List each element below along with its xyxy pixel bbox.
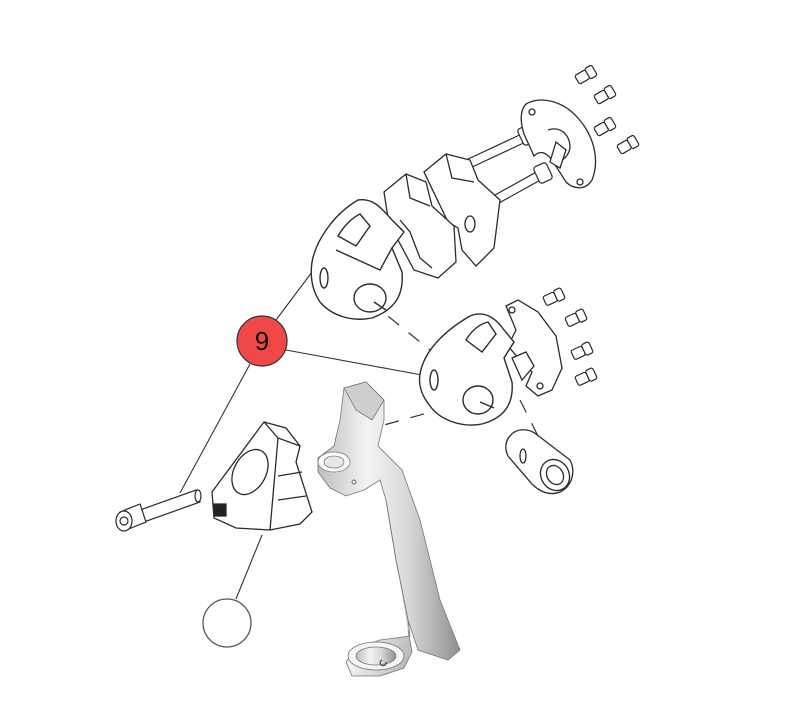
callout-leader-lines <box>179 271 423 600</box>
lower-cap-screws <box>542 287 598 386</box>
lower-handlebar-cap <box>505 299 563 397</box>
upper-spacer-blocks <box>383 153 501 279</box>
upper-riser-clamp <box>310 199 405 320</box>
empty-callout[interactable] <box>202 598 252 648</box>
callout-9[interactable] <box>236 315 288 367</box>
upper-handlebar-cap <box>520 99 597 189</box>
long-bolt <box>115 489 202 532</box>
triple-clamp-fork-leg <box>317 381 461 677</box>
bushing-sleeve <box>505 429 574 495</box>
upper-cap-screws <box>574 64 640 155</box>
riser-cover <box>211 421 313 531</box>
lower-riser-clamp <box>418 313 515 426</box>
